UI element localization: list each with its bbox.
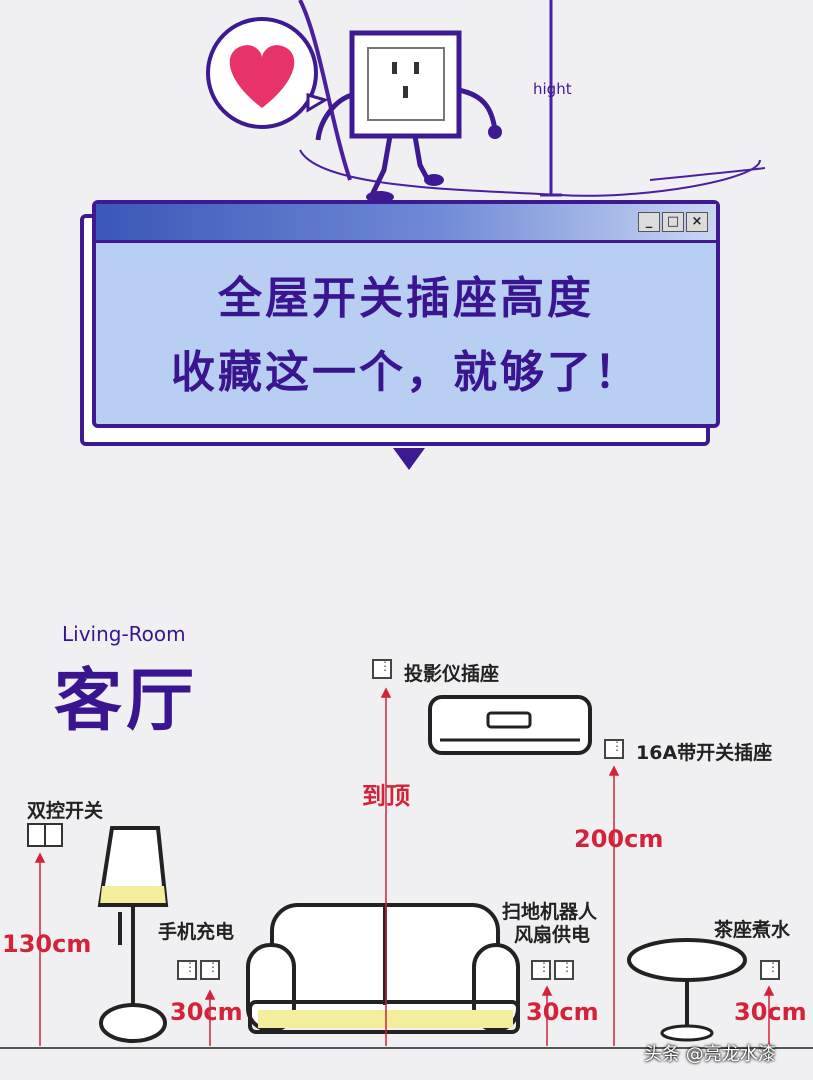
section-title: 客厅: [54, 662, 199, 741]
ac-height: 200cm: [574, 825, 664, 853]
ac-socket-label: 16A带开关插座: [636, 742, 773, 764]
tea-kettle-height: 30cm: [734, 998, 807, 1026]
close-icon: ×: [686, 212, 708, 232]
title-window: _ □ × 全屋开关插座高度 收藏这一个，就够了！: [92, 200, 720, 428]
maximize-icon: □: [662, 212, 684, 232]
tea-kettle-label: 茶座煮水: [714, 919, 791, 941]
robot-fan-label-1: 扫地机器人: [502, 901, 598, 923]
socket-icon: [531, 960, 551, 980]
tea-table-icon: [627, 938, 747, 1042]
projector-height: 到顶: [362, 782, 410, 810]
socket-icon: [177, 960, 197, 980]
dual-switch-icon: [27, 823, 63, 847]
phone-charge-height: 30cm: [170, 998, 243, 1026]
phone-charge-sockets: [177, 960, 223, 984]
title-line-1: 全屋开关插座高度: [218, 273, 594, 324]
robot-fan-height: 30cm: [526, 998, 599, 1026]
dual-switch-label: 双控开关: [27, 800, 104, 822]
robot-fan-label-2: 风扇供电: [514, 924, 591, 946]
air-conditioner-icon: [428, 695, 592, 755]
robot-fan-sockets: [531, 960, 577, 984]
heart-bubble-icon: [206, 17, 329, 129]
section-subtitle: Living-Room: [62, 622, 186, 646]
ac-socket-icon: [604, 739, 627, 763]
watermark: 头条 @亮龙水漆: [644, 1044, 776, 1065]
tea-kettle-socket-icon: [760, 960, 783, 984]
title-line-2: 收藏这一个，就够了！: [171, 347, 641, 398]
projector-socket-label: 投影仪插座: [404, 663, 500, 685]
socket-character-icon: [315, 30, 502, 203]
dual-switch-height: 130cm: [2, 930, 92, 958]
sofa-icon: [246, 903, 520, 1034]
projector-socket-icon: [372, 659, 395, 683]
phone-charge-label: 手机充电: [158, 921, 235, 943]
floor-lamp-icon: [97, 826, 169, 1043]
hight-label: hight: [533, 80, 572, 98]
title-bar: _ □ ×: [96, 204, 716, 243]
socket-icon: [200, 960, 220, 980]
minimize-icon: _: [638, 212, 660, 232]
socket-icon: [554, 960, 574, 980]
